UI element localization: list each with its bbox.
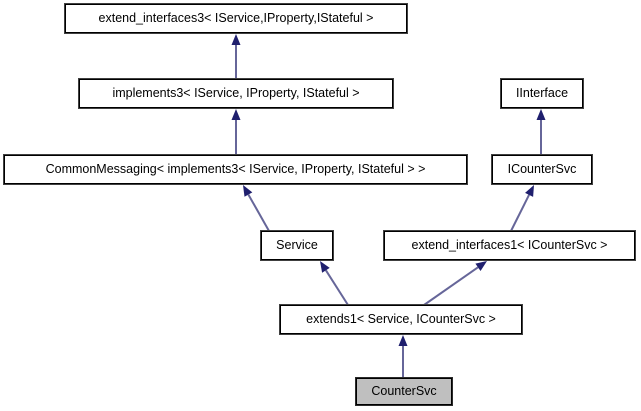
arrowhead-icon: [536, 109, 546, 120]
class-node-label: extends1< Service, ICounterSvc >: [306, 312, 496, 326]
edge-extends1-to-extendinterfaces1: [423, 261, 487, 306]
class-node-label: IInterface: [515, 86, 569, 100]
class-node-label: CounterSvc: [371, 384, 437, 398]
arrowhead-icon: [243, 185, 253, 197]
class-node-implements3[interactable]: implements3< IService, IProperty, IState…: [78, 78, 394, 109]
edge-implements3-to-extend_interfaces3: [231, 34, 241, 79]
arrowhead-icon: [475, 261, 487, 271]
class-node-label: extend_interfaces3< IService,IProperty,I…: [98, 11, 374, 25]
edge-countersvc-to-extends1: [398, 335, 408, 378]
arrowhead-icon: [525, 185, 534, 197]
class-node-label: implements3< IService, IProperty, IState…: [112, 86, 360, 100]
arrowhead-icon: [320, 261, 330, 273]
edge-icountersvc-to-iinterface: [536, 109, 546, 155]
arrowhead-icon: [231, 34, 241, 45]
class-node-extends1[interactable]: extends1< Service, ICounterSvc >: [279, 304, 523, 335]
edge-service-to-commonmessaging: [243, 185, 270, 232]
class-node-Service[interactable]: Service: [260, 230, 334, 261]
edge-extendinterfaces1-to-icountersvc: [510, 185, 534, 232]
class-node-label: Service: [276, 238, 318, 252]
class-node-CommonMessaging[interactable]: CommonMessaging< implements3< IService, …: [3, 154, 468, 185]
class-node-label: ICounterSvc: [507, 162, 577, 176]
class-node-IInterface[interactable]: IInterface: [500, 78, 584, 109]
class-node-extend_interfaces1[interactable]: extend_interfaces1< ICounterSvc >: [383, 230, 636, 261]
edge-commonmessaging-to-implements3: [231, 109, 241, 155]
class-node-label: CommonMessaging< implements3< IService, …: [45, 162, 426, 176]
class-node-CounterSvc[interactable]: CounterSvc: [355, 377, 453, 406]
edge-extends1-to-service: [320, 261, 349, 306]
class-node-label: extend_interfaces1< ICounterSvc >: [411, 238, 608, 252]
class-node-extend_interfaces3[interactable]: extend_interfaces3< IService,IProperty,I…: [64, 3, 408, 34]
arrowhead-icon: [231, 109, 241, 120]
arrowhead-icon: [398, 335, 408, 346]
class-node-ICounterSvc[interactable]: ICounterSvc: [491, 154, 593, 185]
